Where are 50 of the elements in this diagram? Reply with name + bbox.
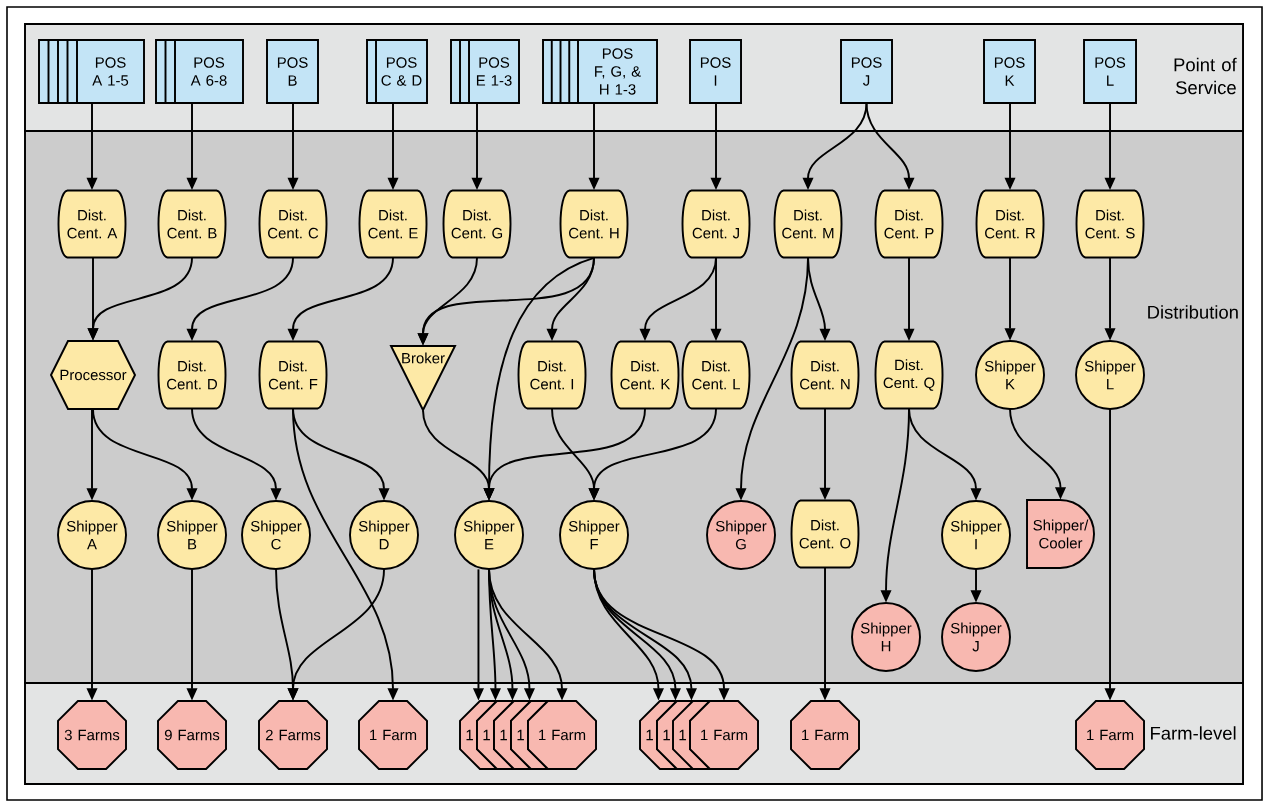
circle-node: Shipper C (241, 500, 311, 570)
box: POS K (983, 39, 1036, 104)
rounded-box: Dist. Cent. I (517, 340, 587, 410)
octagon-node: 1 Farm (790, 700, 860, 770)
box: POS C & D (366, 39, 428, 104)
rounded-box: Dist. Cent. C (258, 189, 328, 259)
rounded-box: Dist. Cent. S (1075, 189, 1145, 259)
circle-node: Shipper A (57, 500, 127, 570)
box: POS E 1-3 (450, 39, 520, 104)
box: POS B (266, 39, 319, 104)
octagon-node: 3 Farms (57, 700, 127, 770)
circle-node: Shipper G (706, 500, 776, 570)
box: POS J (840, 39, 893, 104)
box: POS I (689, 39, 742, 104)
circle-node: Shipper L (1075, 340, 1145, 410)
rounded-box: Dist. Cent. A (57, 189, 127, 259)
circle-node: Shipper K (975, 340, 1045, 410)
circle-node: Shipper D (349, 500, 419, 570)
d-shape-node: Shipper/ Cooler (1026, 499, 1095, 569)
octagon-node: 1 Farm (689, 700, 759, 770)
octagon-node: 1 Farm (358, 700, 428, 770)
rounded-box: Dist. Cent. E (358, 189, 428, 259)
box: POS A 1-5 (38, 39, 145, 104)
box: POS F, G, & H 1-3 (542, 39, 658, 104)
rounded-box: Dist. Cent. L (681, 340, 751, 410)
rounded-box: Dist. Cent. G (442, 189, 512, 259)
rounded-box: Dist. Cent. B (157, 189, 227, 259)
rounded-box: Dist. Cent. N (790, 340, 860, 410)
box: POS L (1083, 39, 1137, 104)
rounded-box: Dist. Cent. R (975, 189, 1045, 259)
rounded-box: Dist. Cent. M (773, 189, 843, 259)
rounded-box: Dist. Cent. O (790, 499, 860, 569)
rounded-box: Dist. Cent. Q (874, 340, 944, 410)
rounded-box: Dist. Cent. H (559, 189, 629, 259)
octagon-node: 9 Farms (157, 700, 227, 770)
rounded-box: Dist. Cent. D (157, 340, 227, 410)
rounded-box: Dist. Cent. J (681, 189, 751, 259)
circle-node: Shipper I (941, 500, 1011, 570)
circle-node: Shipper H (851, 602, 921, 672)
circle-node: Shipper J (941, 602, 1011, 672)
circle-node: Shipper B (157, 500, 227, 570)
rounded-box: Dist. Cent. K (610, 340, 680, 410)
octagon-node: 2 Farms (258, 700, 328, 770)
octagon-node: 1 Farm (527, 700, 597, 770)
octagon-node: 1 Farm (1075, 700, 1145, 770)
circle-node: Shipper F (559, 500, 629, 570)
rounded-box: Dist. Cent. P (874, 189, 944, 259)
circle-node: Shipper E (454, 500, 524, 570)
rounded-box: Dist. Cent. F (258, 340, 328, 410)
box: POS A 6-8 (155, 39, 244, 104)
